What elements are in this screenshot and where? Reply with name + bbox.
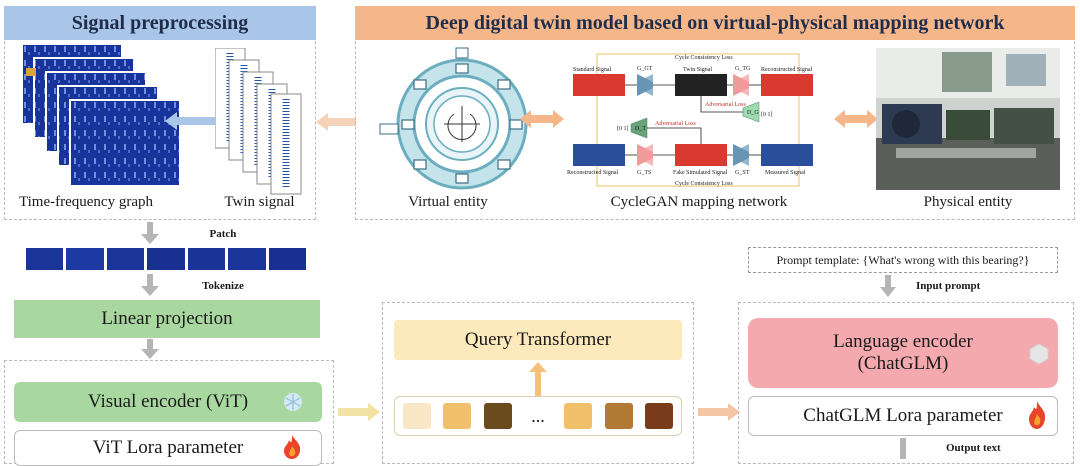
language-encoder-line2: (ChatGLM) — [857, 353, 949, 374]
virtual-entity-image — [379, 47, 528, 190]
g-st-text: G_ST — [735, 170, 750, 176]
signal-preprocessing-header: Signal preprocessing — [4, 6, 316, 40]
language-frozen-icon — [1029, 343, 1049, 365]
vit-lora-box: ViT Lora parameter — [14, 430, 322, 466]
output-down-arrow — [900, 438, 906, 459]
query-token — [403, 403, 431, 429]
query-token — [644, 403, 673, 429]
fake-signal-text: Fake Simulated Signal — [673, 170, 728, 176]
digital-twin-header: Deep digital twin model based on virtual… — [355, 6, 1075, 40]
patch-tile — [66, 248, 104, 270]
query-up-arrow — [529, 362, 547, 396]
cycle-loss-top-text: Cycle Consistency Loss — [675, 55, 733, 61]
reconstructed-signal-bottom-text: Reconstructed Signal — [567, 170, 618, 176]
output-text-label: Output text — [946, 442, 1001, 454]
physical-entity-label: Physical entity — [923, 194, 1013, 210]
twin-signal-text: Twin Signal — [683, 67, 712, 73]
tokenize-label: Tokenize — [202, 280, 244, 292]
prompt-down-arrow — [880, 275, 896, 297]
prompt-template-box: Prompt template: {What's wrong with this… — [748, 247, 1058, 273]
visual-encoder-box: Visual encoder (ViT) — [14, 382, 322, 422]
patch-tile — [106, 248, 145, 270]
d-t-text: D_T — [635, 126, 646, 132]
vit-to-query-arrow — [338, 403, 380, 421]
d-g-text: D_G — [747, 110, 759, 116]
query-token — [604, 403, 633, 429]
patch-label: Patch — [209, 228, 237, 240]
virtual-entity-label: Virtual entity — [408, 194, 488, 210]
query-token — [443, 403, 472, 429]
query-to-language-arrow — [698, 403, 740, 421]
query-token-row: ... — [394, 396, 682, 436]
frozen-icon — [284, 393, 302, 411]
patch-tile — [187, 248, 226, 270]
measured-signal-text: Measured Signal — [765, 170, 806, 176]
g-gt-text: G_GT — [637, 66, 653, 72]
physical-entity-image — [876, 48, 1060, 190]
twin-signal-label: Twin signal — [224, 194, 295, 210]
range-01b-text: [0 1] — [761, 112, 773, 118]
time-frequency-label: Time-frequency graph — [19, 194, 153, 210]
language-encoder-box: Language encoder (ChatGLM) — [748, 318, 1058, 388]
input-prompt-label: Input prompt — [916, 280, 981, 292]
patch-tile — [228, 248, 266, 270]
query-ellipsis: ... — [531, 405, 545, 426]
g-ts-text: G_TS — [637, 170, 651, 176]
tokenize-down-arrow — [141, 274, 159, 296]
flame-icon — [284, 435, 301, 459]
chatglm-lora-text: ChatGLM Lora parameter — [803, 405, 1003, 426]
cyclegan-physical-arrow — [834, 110, 878, 128]
reconstructed-signal-top-text: Reconstructed Signal — [761, 67, 812, 73]
projection-down-arrow — [141, 339, 159, 359]
language-encoder-line1: Language encoder — [833, 331, 973, 352]
mapping-to-preprocessing-arrow — [316, 113, 356, 131]
vit-lora-text: ViT Lora parameter — [92, 437, 244, 458]
patch-tile — [268, 248, 306, 270]
patch-tile — [147, 248, 185, 270]
time-frequency-graph-image — [22, 44, 181, 187]
query-token — [564, 403, 593, 429]
virtual-cyclegan-arrow — [520, 110, 564, 128]
standard-signal-text: Standard Signal — [573, 67, 611, 73]
chatglm-lora-box: ChatGLM Lora parameter — [748, 396, 1058, 436]
cyclegan-label: CycleGAN mapping network — [610, 194, 788, 210]
preprocess-down-arrow — [141, 222, 159, 244]
chatglm-flame-icon — [1029, 401, 1046, 429]
g-tg-text: G_TG — [735, 66, 751, 72]
twin-signal-image — [215, 48, 302, 195]
cycle-loss-bottom-text: Cycle Consistency Loss — [675, 181, 733, 187]
linear-projection-box: Linear projection — [14, 300, 320, 338]
query-transformer-box: Query Transformer — [394, 320, 682, 360]
range-01a-text: [0 1] — [617, 126, 629, 132]
adversarial-loss-2-text: Adversarial Loss — [655, 121, 696, 127]
query-token — [483, 403, 512, 429]
patch-tile — [26, 248, 64, 270]
patch-row — [26, 248, 306, 272]
twin-to-graph-arrow — [165, 112, 215, 130]
visual-encoder-text: Visual encoder (ViT) — [87, 391, 249, 412]
adversarial-loss-1-text: Adversarial Loss — [705, 102, 746, 108]
cyclegan-mapping-network-image: Cycle Consistency Loss Standard Signal T… — [565, 48, 835, 196]
